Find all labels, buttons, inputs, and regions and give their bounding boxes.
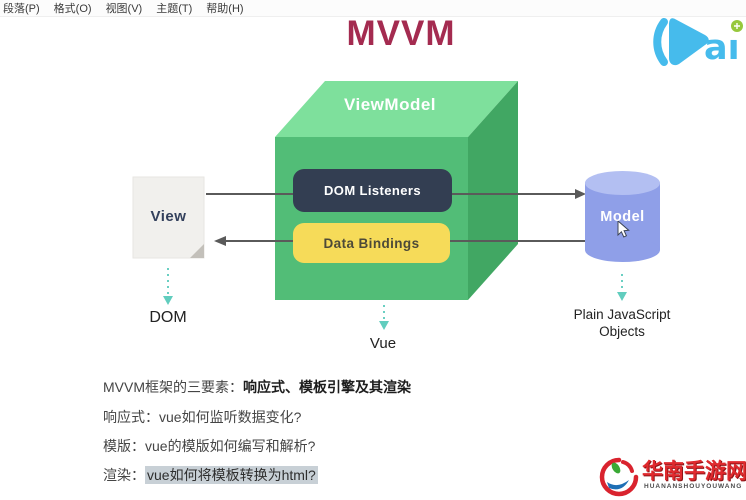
note-line-1: MVVM框架的三要素：响应式、模板引擎及其渲染 xyxy=(103,377,411,397)
model-label: Model xyxy=(600,209,645,225)
arrow-left-head-icon xyxy=(214,236,226,246)
dotted-arrowhead-dom-icon xyxy=(163,296,173,305)
viewmodel-cube-side xyxy=(468,81,518,300)
dotted-arrowhead-plainjs-icon xyxy=(617,292,627,301)
note-line-4: 渲染：vue如何将模板转换为html? xyxy=(103,465,318,485)
vue-caption: Vue xyxy=(369,334,397,352)
dom-listeners-pill: DOM Listeners xyxy=(293,169,452,212)
kai-logo-icon: aı xyxy=(653,18,743,68)
kai-logo: aı xyxy=(649,11,746,77)
note-line-1-bold: 响应式、模板引擎及其渲染 xyxy=(243,379,411,395)
note-line-4-selected-text[interactable]: vue如何将模板转换为html? xyxy=(145,466,318,484)
page-title: MVVM xyxy=(346,14,456,53)
dotted-arrows xyxy=(167,268,623,322)
dom-caption: DOM xyxy=(149,309,187,326)
menu-bar: 段落(P) 格式(O) 视图(V) 主题(T) 帮助(H) xyxy=(0,0,746,17)
menu-item-view[interactable]: 视图(V) xyxy=(105,3,143,15)
data-bindings-pill: Data Bindings xyxy=(293,223,450,263)
watermark-cn-text: 华南手游网 xyxy=(642,460,746,483)
arrow-right-head-icon xyxy=(575,189,586,199)
note-line-1-prefix: MVVM框架的三要素： xyxy=(103,379,243,395)
plain-js-caption: Plain JavaScript Objects xyxy=(557,306,687,340)
watermark-logo-icon xyxy=(599,457,639,497)
plain-js-line2: Objects xyxy=(599,324,645,339)
viewmodel-cube-front xyxy=(275,137,468,300)
menu-item-help[interactable]: 帮助(H) xyxy=(206,3,244,15)
kai-logo-text: aı xyxy=(704,28,740,68)
view-label: View xyxy=(150,207,187,225)
watermark-en-text: HUANANSHOUYOUWANG xyxy=(644,483,743,490)
view-box xyxy=(132,176,205,259)
dotted-arrowhead-vue-icon xyxy=(379,321,389,330)
menu-item-paragraph[interactable]: 段落(P) xyxy=(3,3,40,15)
note-line-3: 模版：vue的模版如何编写和解析? xyxy=(103,438,316,454)
viewmodel-label: ViewModel xyxy=(343,95,437,114)
model-cylinder xyxy=(585,171,660,262)
menu-item-theme[interactable]: 主题(T) xyxy=(156,3,193,15)
site-watermark: 华南手游网 HUANANSHOUYOUWANG xyxy=(598,452,746,500)
viewmodel-cube-top xyxy=(275,81,518,137)
note-line-4-prefix: 渲染： xyxy=(103,467,145,483)
menu-item-format[interactable]: 格式(O) xyxy=(53,3,92,15)
plain-js-line1: Plain JavaScript xyxy=(573,307,671,322)
note-line-2: 响应式：vue如何监听数据变化? xyxy=(103,409,302,425)
mouse-cursor-icon xyxy=(617,219,630,238)
